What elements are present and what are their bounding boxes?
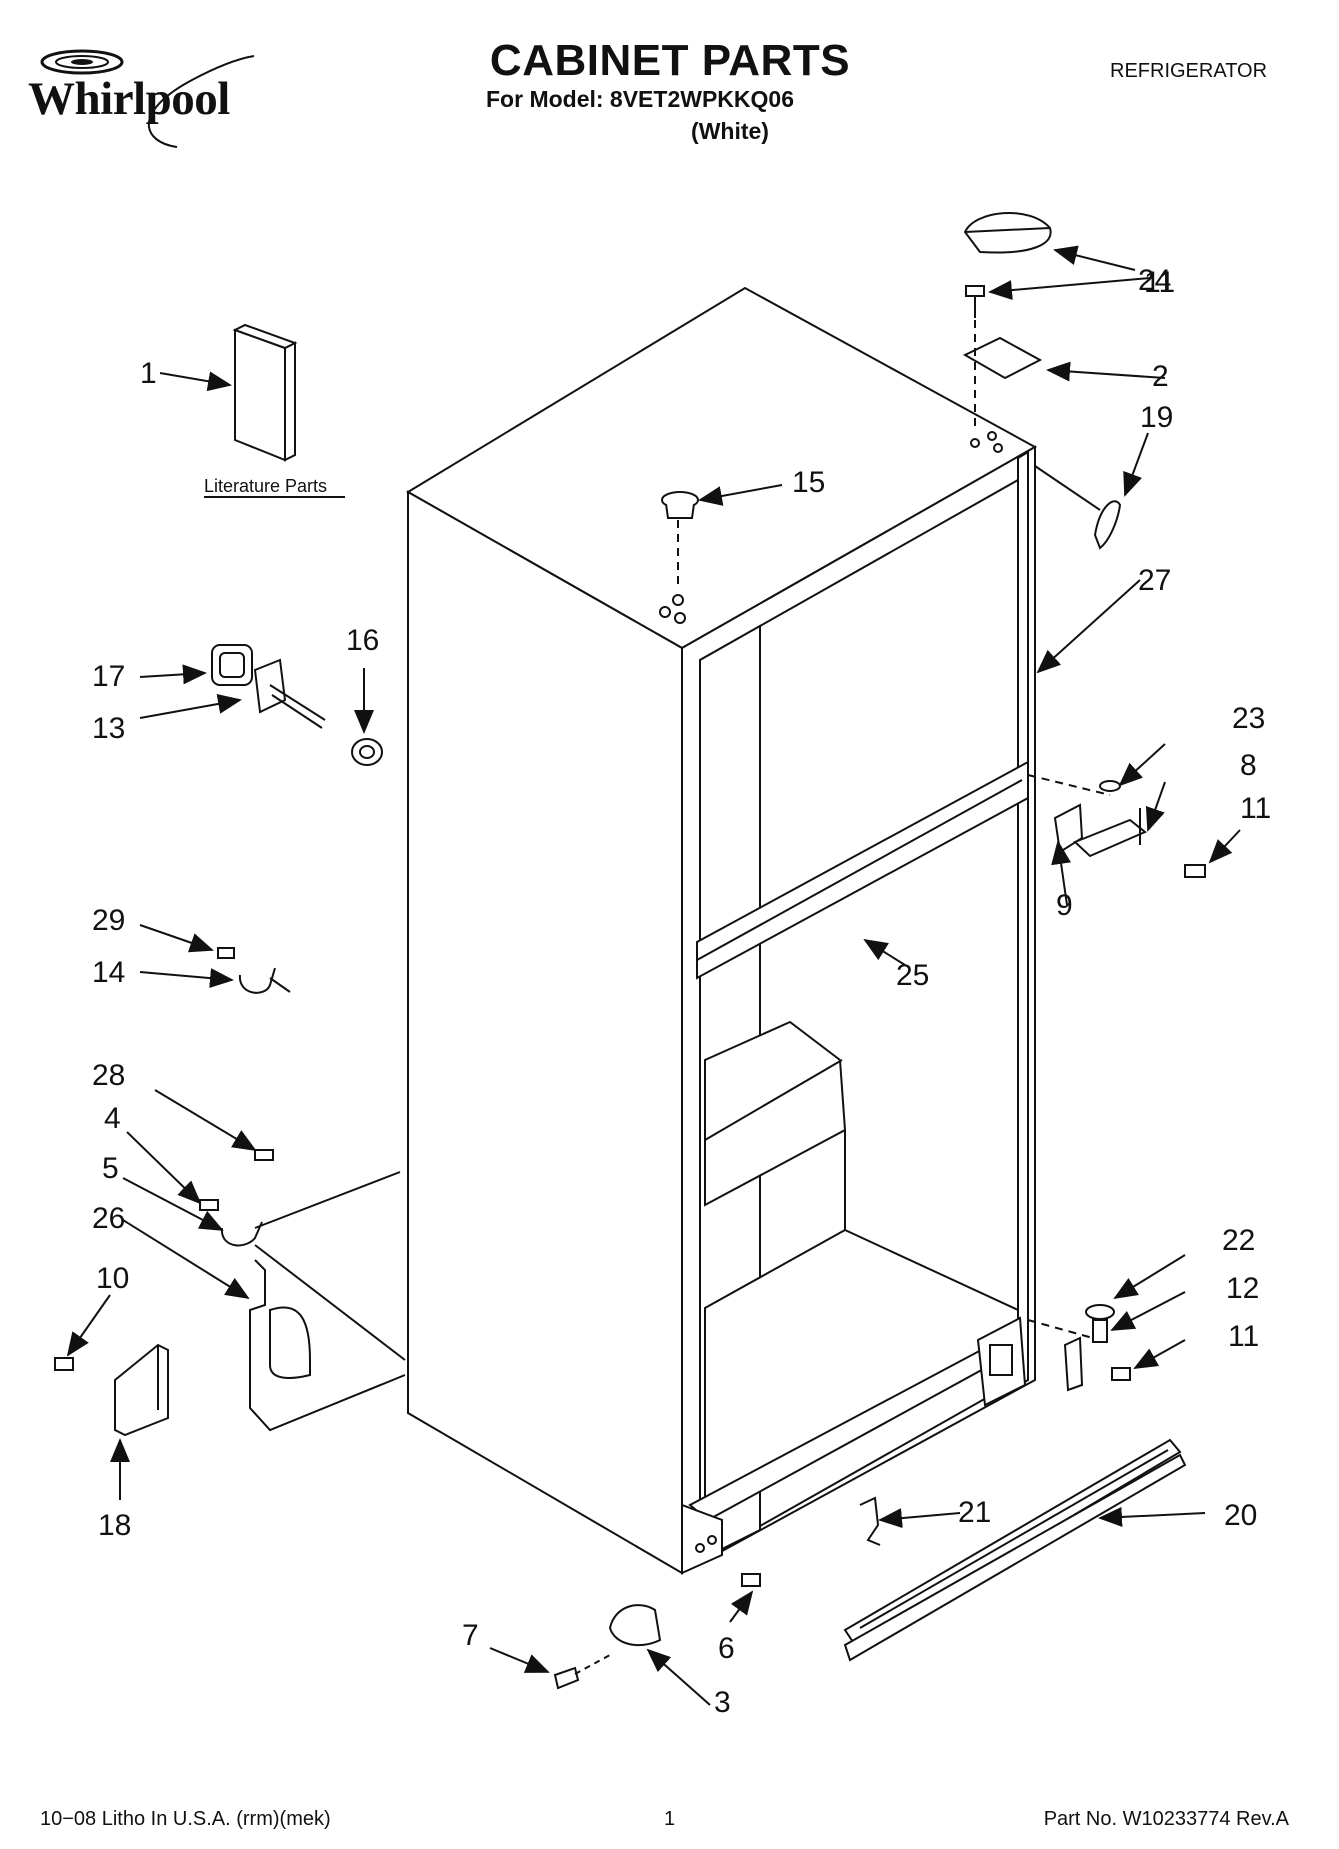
appliance-category: REFRIGERATOR: [1110, 60, 1268, 82]
logo-swirl-icon: [40, 49, 255, 148]
brand-logo: Whirlpool: [22, 42, 272, 152]
shim-leader: [1034, 465, 1101, 511]
callout-2: 2: [1152, 360, 1169, 393]
callout-14: 14: [92, 956, 125, 989]
hinge-shim: [1093, 500, 1122, 550]
color-variant: (White): [691, 118, 769, 144]
callout-4: 4: [104, 1102, 121, 1135]
hinge-cover-cap: [963, 211, 1052, 254]
callout-20: 20: [1224, 1499, 1257, 1532]
callout-numbers: 1 2 3 4 5 6 7 8 9 10 11 11 11 11 12 13 1…: [92, 264, 1271, 1719]
callout-6: 6: [718, 1632, 735, 1665]
callout-11-center: 11: [1240, 792, 1271, 825]
leveling-roller-assembly: [553, 1573, 761, 1690]
cover-plate-and-screw: [54, 1343, 169, 1437]
callout-8: 8: [1240, 749, 1257, 782]
page-number: 1: [664, 1808, 676, 1830]
callout-3: 3: [714, 1686, 731, 1719]
rear-panel-bracket: [199, 1149, 406, 1432]
gasket-and-hinge-pin: [211, 644, 383, 766]
callout-10: 10: [96, 1262, 129, 1295]
callout-12: 12: [1226, 1272, 1259, 1305]
callout-28: 28: [92, 1059, 125, 1092]
callout-15: 15: [792, 466, 825, 499]
toe-grille: [843, 1438, 1187, 1662]
callout-13: 13: [92, 712, 125, 745]
wire-clip-and-screw: [217, 947, 291, 994]
center-hinge-assembly: [1027, 774, 1206, 878]
callout-29: 29: [92, 904, 125, 937]
model-subtitle: For Model: 8VET2WPKKQ06: [486, 86, 794, 112]
callout-19: 19: [1140, 401, 1173, 434]
plug-button: [661, 491, 699, 590]
callout-21: 21: [958, 1496, 991, 1529]
callout-9: 9: [1056, 889, 1073, 922]
callout-1: 1: [140, 357, 157, 390]
grille-clip: [859, 1496, 881, 1546]
exploded-parts-diagram: Literature Parts: [54, 211, 1271, 1719]
callout-26: 26: [92, 1202, 125, 1235]
callout-5: 5: [102, 1152, 119, 1185]
callout-16: 16: [346, 624, 379, 657]
literature-parts-label: Literature Parts: [204, 476, 327, 496]
callout-25: 25: [896, 959, 929, 992]
callout-17: 17: [92, 660, 125, 693]
callout-22: 22: [1222, 1224, 1255, 1257]
callout-18: 18: [98, 1509, 131, 1542]
top-hinge-assembly: [962, 285, 1043, 430]
print-info: 10−08 Litho In U.S.A. (rrm)(mek): [40, 1808, 331, 1830]
callout-leaders: [66, 245, 1241, 1706]
callout-11-bottom: 11: [1228, 1320, 1259, 1353]
brand-name: Whirlpool: [28, 73, 230, 125]
literature-parts-booklet: Literature Parts: [204, 323, 345, 498]
part-number: Part No. W10233774 Rev.A: [1043, 1808, 1289, 1830]
page-title: CABINET PARTS: [489, 36, 851, 85]
callout-27: 27: [1138, 564, 1171, 597]
callout-11-top: 11: [1144, 266, 1175, 299]
callout-23: 23: [1232, 702, 1265, 735]
callout-7: 7: [462, 1619, 479, 1652]
bottom-hinge-assembly: [1027, 1304, 1131, 1392]
cabinet-body: [406, 286, 1038, 1575]
callout-24: 24: [1138, 264, 1171, 297]
